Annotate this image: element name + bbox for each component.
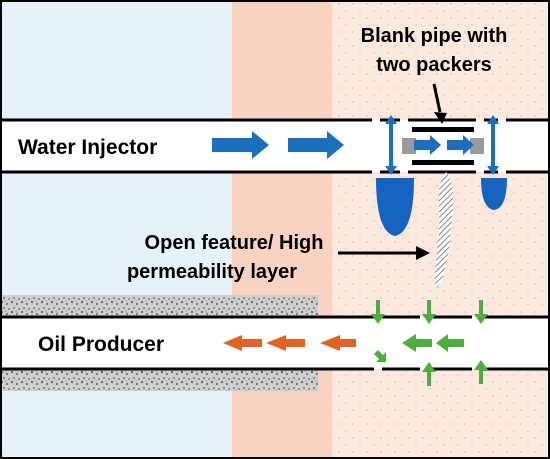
oil-producer-label: Oil Producer (38, 333, 164, 356)
arrow-left-icon (320, 335, 356, 351)
arrow-down-icon (474, 300, 488, 324)
arrow-right-icon (212, 131, 269, 159)
injection-flow-arrows (212, 131, 474, 159)
producer-inflow-arrows (371, 300, 488, 386)
water-blob-left (376, 178, 414, 236)
arrow-right-icon (414, 135, 441, 155)
arrow-vertical-icon (385, 115, 397, 175)
open-feature-label-line1: Open feature/ High (145, 232, 324, 254)
arrow-down-icon (374, 350, 386, 362)
water-injector-label: Water Injector (18, 136, 157, 159)
arrow-up-icon (422, 362, 436, 386)
production-flow-arrows (223, 335, 356, 351)
open-feature-label-line2: permeability layer (127, 261, 297, 283)
arrow-up-icon (474, 360, 488, 384)
packer-right (470, 138, 484, 154)
callout-arrow-open-feature (338, 246, 430, 260)
water-blob-right (481, 178, 507, 210)
gravel-layer-top (0, 295, 318, 317)
injector-vertical-arrows (385, 115, 499, 175)
blank-pipe-label-line2: two packers (376, 54, 492, 76)
gravel-layer-bottom (0, 369, 318, 391)
arrow-left-icon (266, 335, 305, 351)
open-feature-hatch (435, 172, 454, 288)
blank-pipe-packers (402, 127, 484, 165)
arrow-down-icon (422, 300, 436, 324)
callout-arrow-blank-pipe (432, 83, 447, 124)
arrow-right-icon (288, 131, 344, 159)
arrow-left-icon (402, 334, 432, 352)
blank-pipe-label-line1: Blank pipe with (361, 25, 508, 47)
arrow-left-icon (436, 334, 464, 352)
packer-left (402, 138, 416, 154)
arrow-vertical-icon (487, 115, 499, 175)
arrow-down-icon (371, 300, 385, 324)
arrow-right-icon (447, 135, 474, 155)
arrow-left-icon (223, 335, 262, 351)
